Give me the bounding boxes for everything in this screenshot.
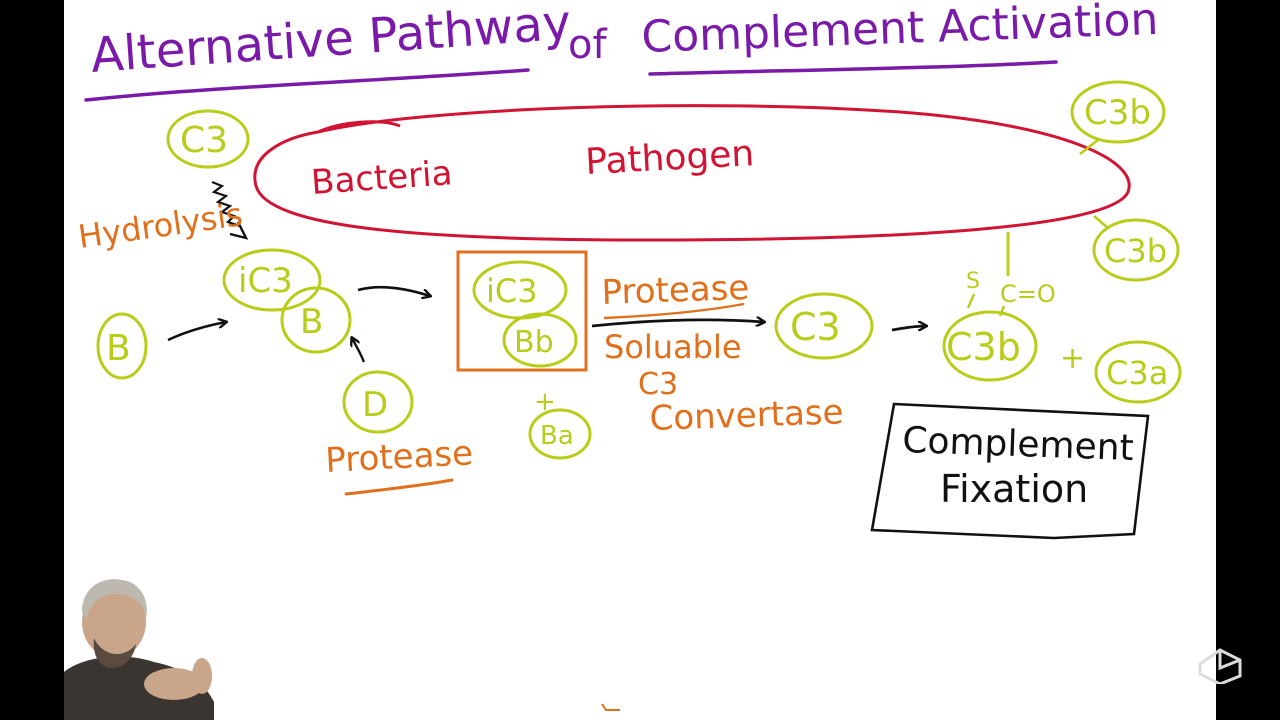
c3b-lower-node: C3b bbox=[1092, 215, 1180, 282]
c3b-upper-node: C3b bbox=[1070, 80, 1166, 156]
title-underline-1 bbox=[84, 68, 530, 102]
bond-line-s bbox=[966, 293, 976, 309]
c3b-main-node: C3b bbox=[942, 310, 1038, 382]
protease-arrow-underline bbox=[603, 302, 745, 320]
bond-s-label: S bbox=[966, 269, 980, 294]
convertase-label: Convertase bbox=[649, 392, 844, 439]
arrow-to-c3b bbox=[891, 326, 926, 332]
pathogen-cell: Bacteria Pathogen bbox=[253, 104, 1131, 242]
ba-node: Ba bbox=[528, 408, 592, 460]
presenter-image bbox=[64, 572, 214, 720]
c3a-label: C3a bbox=[1106, 354, 1168, 392]
title: Alternative Pathway of Complement Activa… bbox=[84, 0, 1160, 102]
complement-fixation-line-1: Complement bbox=[902, 420, 1135, 469]
ic3-b-complex: iC3 B bbox=[222, 248, 352, 354]
b-free-label: B bbox=[106, 328, 131, 369]
c3-top-label: C3 bbox=[180, 120, 228, 161]
bond-line-c bbox=[998, 305, 1006, 317]
arrow-b-to-ic3b bbox=[167, 322, 226, 342]
plus-ba: + bbox=[534, 387, 556, 417]
b-bound-label: B bbox=[300, 302, 323, 342]
d-label: D bbox=[362, 385, 388, 425]
c3-top-node: C3 bbox=[166, 109, 250, 169]
protease-arrow-label: Protease bbox=[601, 268, 750, 313]
c3a-node: C3a bbox=[1094, 340, 1182, 404]
b-free-node: B bbox=[96, 312, 148, 380]
hydrolysis-label: Hydrolysis bbox=[76, 195, 245, 256]
hydrolysis-arrowhead bbox=[229, 221, 249, 240]
complement-fixation-outline bbox=[870, 402, 1150, 540]
pathogen-outline bbox=[253, 104, 1131, 242]
c3b-lower-label: C3b bbox=[1104, 232, 1167, 270]
protease-d-label: Protease bbox=[324, 433, 474, 481]
pathogen-outline-stroke bbox=[317, 120, 401, 134]
ba-label: Ba bbox=[540, 421, 574, 451]
c3b-upper-label: C3b bbox=[1084, 93, 1151, 133]
arrow-d-to-b bbox=[352, 338, 366, 363]
arrow-to-c3 bbox=[591, 320, 764, 328]
soluable-label: Soluable bbox=[604, 328, 742, 366]
title-part-3: Complement Activation bbox=[641, 0, 1160, 63]
c3b-upper-bond bbox=[1079, 138, 1099, 156]
bond-c-label: C=O bbox=[1000, 280, 1056, 308]
complement-fixation-box: Complement Fixation bbox=[870, 402, 1150, 540]
title-part-2: of bbox=[568, 22, 607, 68]
complex-bb-label: Bb bbox=[514, 325, 554, 360]
title-underline-2 bbox=[648, 60, 1058, 76]
c3b-lower-bond bbox=[1093, 215, 1109, 229]
c3-mid-node: C3 bbox=[774, 292, 874, 360]
arrow-to-complex bbox=[357, 285, 430, 296]
protease-d-underline bbox=[344, 478, 454, 496]
ic3bb-convertase: iC3 Bb bbox=[456, 250, 588, 372]
d-node: D bbox=[342, 370, 414, 434]
ic3-label: iC3 bbox=[238, 261, 293, 301]
complex-ic3-label: iC3 bbox=[486, 272, 538, 310]
c3-mid-label: C3 bbox=[790, 305, 841, 349]
bacteria-label: Bacteria bbox=[310, 153, 454, 203]
pathogen-label: Pathogen bbox=[584, 133, 755, 183]
stray-mark bbox=[601, 703, 620, 711]
whiteboard bbox=[64, 0, 1216, 720]
c3-convertase-c3-label: C3 bbox=[638, 367, 678, 402]
watermark-logo bbox=[1198, 648, 1242, 684]
plus-c3a: + bbox=[1060, 341, 1085, 376]
c3b-main-label: C3b bbox=[946, 325, 1021, 369]
presenter-webcam bbox=[64, 572, 214, 720]
hydrolysis-squiggle bbox=[211, 180, 241, 228]
complement-fixation-line-2: Fixation bbox=[940, 467, 1088, 511]
